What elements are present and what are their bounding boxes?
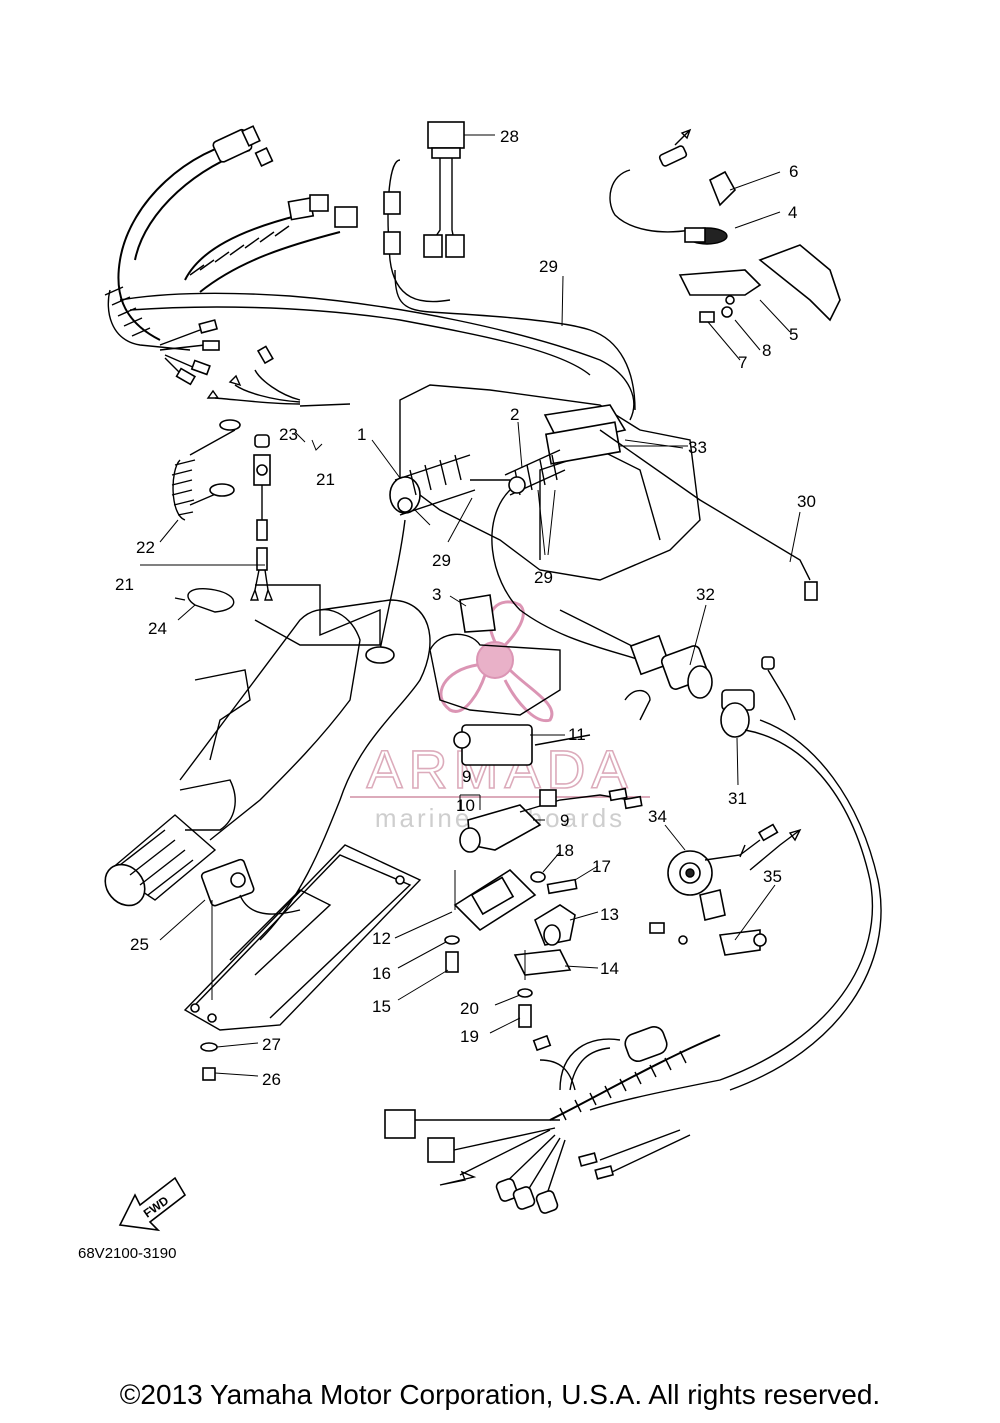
sensor-assembly bbox=[609, 128, 841, 323]
callout-17: 17 bbox=[592, 857, 611, 876]
callout-5: 5 bbox=[789, 325, 798, 344]
callout-labels: 1 2 3 4 5 6 7 8 9 9 10 11 12 13 14 15 16… bbox=[115, 127, 816, 1089]
tiller-base bbox=[183, 844, 422, 1031]
callout-9a: 9 bbox=[462, 767, 471, 786]
callout-21a: 21 bbox=[316, 470, 335, 489]
callout-13: 13 bbox=[600, 905, 619, 924]
callout-27: 27 bbox=[262, 1035, 281, 1054]
callout-30: 30 bbox=[797, 492, 816, 511]
callout-1: 1 bbox=[357, 425, 366, 444]
callout-16: 16 bbox=[372, 964, 391, 983]
copyright-notice: ©2013 Yamaha Motor Corporation, U.S.A. A… bbox=[119, 1379, 881, 1410]
callout-29a: 29 bbox=[539, 257, 558, 276]
callout-34: 34 bbox=[648, 807, 667, 826]
switch-panel bbox=[379, 384, 818, 661]
callout-3: 3 bbox=[432, 585, 441, 604]
callout-6: 6 bbox=[789, 162, 798, 181]
callout-8: 8 bbox=[762, 341, 771, 360]
callout-12: 12 bbox=[372, 929, 391, 948]
callout-32: 32 bbox=[696, 585, 715, 604]
watermark: ARMADA marine outboards bbox=[350, 600, 650, 833]
callout-15: 15 bbox=[372, 997, 391, 1016]
callout-10: 10 bbox=[456, 796, 475, 815]
callout-28: 28 bbox=[500, 127, 519, 146]
callout-18: 18 bbox=[555, 841, 574, 860]
right-components bbox=[384, 609, 882, 1214]
lower-harness bbox=[384, 1026, 721, 1214]
center-components bbox=[429, 594, 651, 1028]
callout-9b: 9 bbox=[560, 811, 569, 830]
callout-21b: 21 bbox=[115, 575, 134, 594]
spiral-wrap bbox=[104, 225, 290, 337]
callout-2: 2 bbox=[510, 405, 519, 424]
callout-14: 14 bbox=[600, 959, 619, 978]
main-harness bbox=[104, 125, 635, 421]
tiller-handle bbox=[104, 584, 431, 1081]
tiller-grip bbox=[104, 814, 217, 907]
callout-11: 11 bbox=[568, 725, 586, 744]
callout-4: 4 bbox=[788, 203, 797, 222]
callout-29c: 29 bbox=[534, 568, 553, 587]
callout-25: 25 bbox=[130, 935, 149, 954]
callout-35: 35 bbox=[763, 867, 782, 886]
fwd-arrow-icon: FWD bbox=[118, 1176, 187, 1232]
grommet-1 bbox=[389, 454, 476, 516]
lanyard-switch bbox=[140, 419, 274, 613]
callout-29b: 29 bbox=[432, 551, 451, 570]
drawing-code: 68V2100-3190 bbox=[78, 1245, 176, 1262]
sub-harness-28 bbox=[383, 121, 636, 411]
grommet-2 bbox=[504, 449, 566, 496]
callout-26: 26 bbox=[262, 1070, 281, 1089]
callout-20: 20 bbox=[460, 999, 479, 1018]
callout-22: 22 bbox=[136, 538, 155, 557]
callout-7: 7 bbox=[738, 353, 747, 372]
callout-23: 23 bbox=[279, 425, 298, 444]
callout-24: 24 bbox=[148, 619, 167, 638]
callout-33: 33 bbox=[688, 438, 707, 457]
leader-lines bbox=[159, 171, 801, 1034]
callout-31: 31 bbox=[728, 789, 747, 808]
callout-19: 19 bbox=[460, 1027, 479, 1046]
